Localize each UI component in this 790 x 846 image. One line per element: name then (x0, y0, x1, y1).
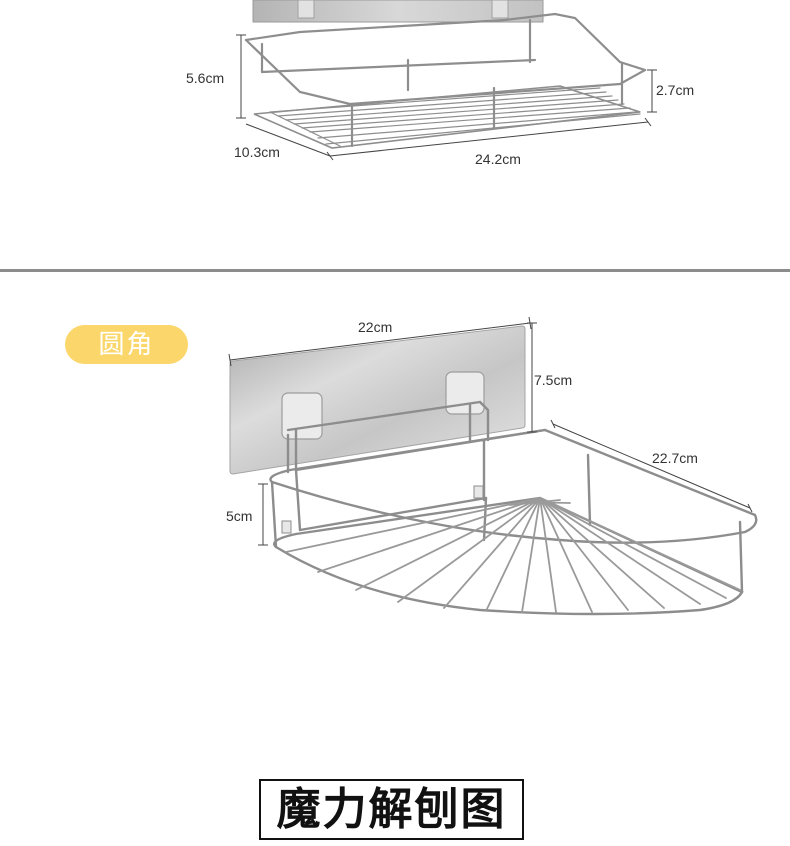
corner-basket-height-label: 5cm (226, 508, 253, 524)
corner-rack-dimension-lines (228, 316, 753, 546)
corner-plate-height-label: 7.5cm (534, 372, 573, 388)
section-divider (0, 269, 790, 272)
corner-plate-width-label: 22cm (358, 319, 393, 335)
top-rack-rail-label: 2.7cm (656, 82, 695, 98)
rounded-corner-badge: 圆角 (65, 325, 188, 364)
top-rack-height-label: 5.6cm (186, 70, 225, 86)
corner-shelf-rack (229, 325, 758, 616)
top-rack-depth-label: 10.3cm (234, 144, 280, 160)
top-shelf-rack (244, 0, 647, 149)
exploded-view-title: 魔力解刨图 (259, 779, 524, 840)
top-rack-dimension-lines (236, 34, 657, 161)
top-rack-width-label: 24.2cm (475, 151, 521, 167)
corner-side-length-label: 22.7cm (652, 450, 698, 466)
